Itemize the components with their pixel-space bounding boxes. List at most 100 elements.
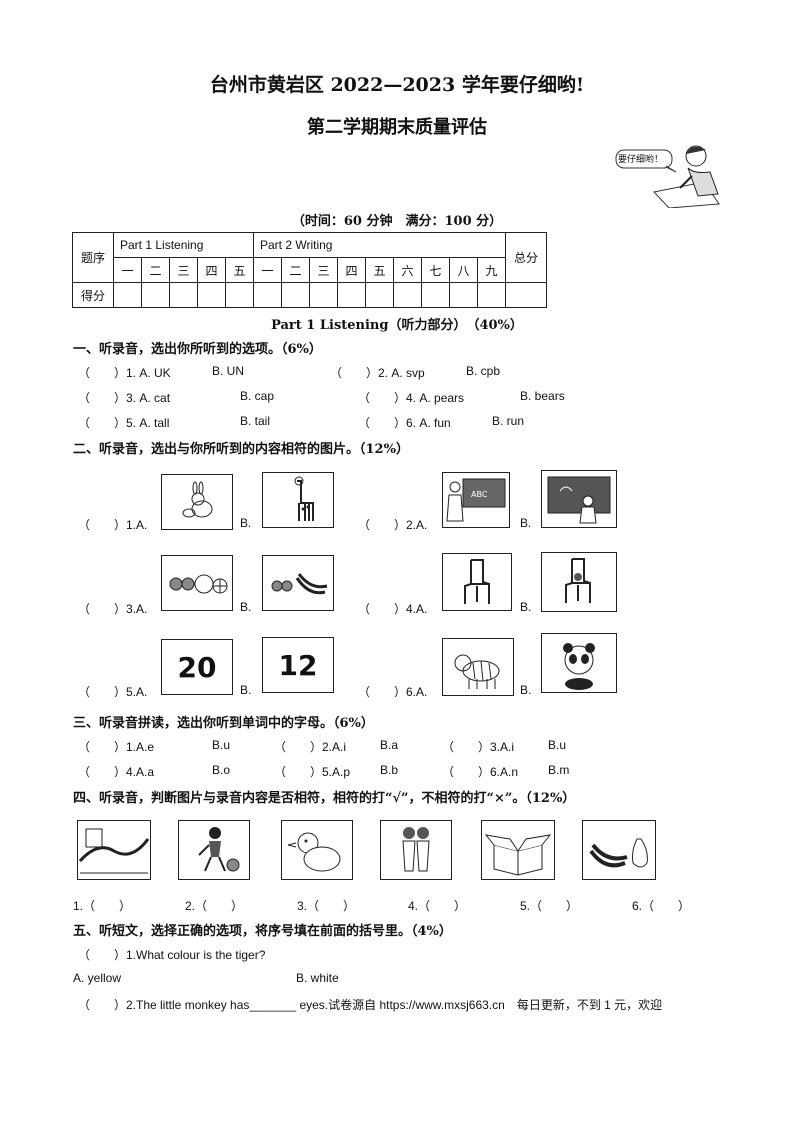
question-item: （ ）4. A. pears: [358, 391, 465, 405]
score-cell[interactable]: [169, 282, 198, 308]
chair-with-ball-picture: [541, 552, 617, 612]
question-item: （ ）6.A.n: [442, 765, 519, 779]
row-label-question: 题序: [72, 232, 114, 283]
option-b: B.: [520, 516, 532, 530]
score-cell[interactable]: [309, 282, 338, 308]
col-header: 三: [309, 257, 338, 283]
option-b: B. UN: [212, 364, 245, 378]
part2-label: Part 2 Writing: [253, 232, 506, 258]
boy-blackboard-picture: [541, 470, 617, 528]
option-b: B.u: [212, 738, 231, 752]
col-header: 四: [337, 257, 366, 283]
number-card-b: 12: [262, 637, 334, 693]
score-cell[interactable]: [365, 282, 394, 308]
question-item: （ ）3.A.: [78, 602, 148, 616]
col-header: 六: [393, 257, 422, 283]
option-b: B.: [240, 683, 252, 697]
score-cell[interactable]: [477, 282, 506, 308]
duck-picture: [281, 820, 353, 880]
time-info: （时间：60 分钟 满分：100 分）: [291, 214, 503, 229]
score-cell[interactable]: [337, 282, 366, 308]
question-item: （ ）1.A.: [78, 518, 148, 532]
board-text: ABC: [471, 490, 488, 499]
question-item: （ ）6.A.: [358, 685, 428, 699]
option-b: B. cpb: [466, 364, 501, 378]
option-b: B.m: [548, 763, 570, 777]
option-b: B. cap: [240, 389, 275, 403]
boy-writing-illustration: [614, 142, 724, 209]
option-b: B.a: [380, 738, 399, 752]
option-b: B.o: [212, 763, 231, 777]
score-cell[interactable]: [281, 282, 310, 308]
score-cell[interactable]: [253, 282, 282, 308]
section4-title: 四、听录音，判断图片与录音内容是否相符，相符的打“√”，不相符的打“×”。（12…: [73, 791, 576, 806]
score-cell[interactable]: [113, 282, 142, 308]
option-b: B. bears: [520, 389, 565, 403]
banana-pear-picture: [582, 820, 656, 880]
score-cell[interactable]: [225, 282, 254, 308]
col-header: 五: [365, 257, 394, 283]
question-item: （ ）5.A.p: [274, 765, 351, 779]
option-b: B.: [520, 683, 532, 697]
row-label-score: 得分: [72, 282, 114, 308]
question-item: （ ）3. A. cat: [78, 391, 171, 405]
teacher-blackboard-picture: ABC: [442, 472, 510, 528]
option-a: A. yellow: [73, 971, 122, 985]
score-cell[interactable]: [197, 282, 226, 308]
panda-picture: [541, 633, 617, 693]
score-cell[interactable]: [421, 282, 450, 308]
judge-answer[interactable]: 3.（ ）: [297, 899, 356, 913]
chair-picture-a: [442, 553, 512, 611]
section3-title: 三、听录音拼读，选出你听到单词中的字母。（6%）: [73, 716, 374, 731]
question-item: （ ）2.A.i: [274, 740, 347, 754]
option-b: B.: [240, 600, 252, 614]
rabbit-picture: [161, 474, 233, 530]
great-wall-picture: [77, 820, 151, 880]
giraffe-picture: [262, 472, 334, 528]
col-header: 七: [421, 257, 450, 283]
option-b: B.u: [548, 738, 567, 752]
col-header: 二: [281, 257, 310, 283]
couple-picture: [380, 820, 452, 880]
option-b: B. white: [296, 971, 339, 985]
document-subtitle: 第二学期期末质量评估: [307, 117, 487, 138]
question-item: （ ）3.A.i: [442, 740, 515, 754]
basketball-boy-picture: [178, 820, 250, 880]
question-item: （ ）2. A. svp: [330, 366, 425, 380]
question-item: （ ）5. A. tall: [78, 416, 170, 430]
part1-heading: Part 1 Listening（听力部分） （40%）: [271, 318, 523, 333]
score-cell[interactable]: [393, 282, 422, 308]
box-picture: [481, 820, 555, 880]
total-score-cell[interactable]: [505, 282, 547, 308]
question-item: （ ）6. A. fun: [358, 416, 451, 430]
col-header: 九: [477, 257, 506, 283]
question-item: （ ）1. A. UK: [78, 366, 171, 380]
part1-label: Part 1 Listening: [113, 232, 254, 258]
section1-title: 一、听录音，选出你所听到的选项。（6%）: [73, 342, 322, 357]
question-item: （ ）1.A.e: [78, 740, 155, 754]
option-b: B. tail: [240, 414, 271, 428]
judge-answer[interactable]: 1.（ ）: [73, 899, 132, 913]
option-b: B.: [240, 516, 252, 530]
score-cell[interactable]: [449, 282, 478, 308]
question-item: （ ）5.A.: [78, 685, 148, 699]
col-header: 一: [253, 257, 282, 283]
option-b: B.: [520, 600, 532, 614]
judge-answer[interactable]: 2.（ ）: [185, 899, 244, 913]
section5-title: 五、听短文，选择正确的选项，将序号填在前面的括号里。（4%）: [73, 924, 452, 939]
score-cell[interactable]: [141, 282, 170, 308]
badge-text: 要仔细哟！: [618, 155, 664, 165]
question-item: （ ）2.A.: [358, 518, 428, 532]
col-header: 二: [141, 257, 170, 283]
col-header: 五: [225, 257, 254, 283]
number-card-a: 20: [161, 639, 233, 695]
judge-answer[interactable]: 4.（ ）: [408, 899, 467, 913]
option-b: B. run: [492, 414, 525, 428]
col-header: 四: [197, 257, 226, 283]
question-item: （ ）4.A.a: [78, 765, 155, 779]
judge-answer[interactable]: 5.（ ）: [520, 899, 579, 913]
judge-answer[interactable]: 6.（ ）: [632, 899, 691, 913]
tiger-picture: [442, 638, 514, 696]
score-table: 题序 Part 1 Listening Part 2 Writing 总分 一 …: [72, 232, 547, 308]
question-item: （ ）1.What colour is the tiger?: [78, 948, 266, 962]
